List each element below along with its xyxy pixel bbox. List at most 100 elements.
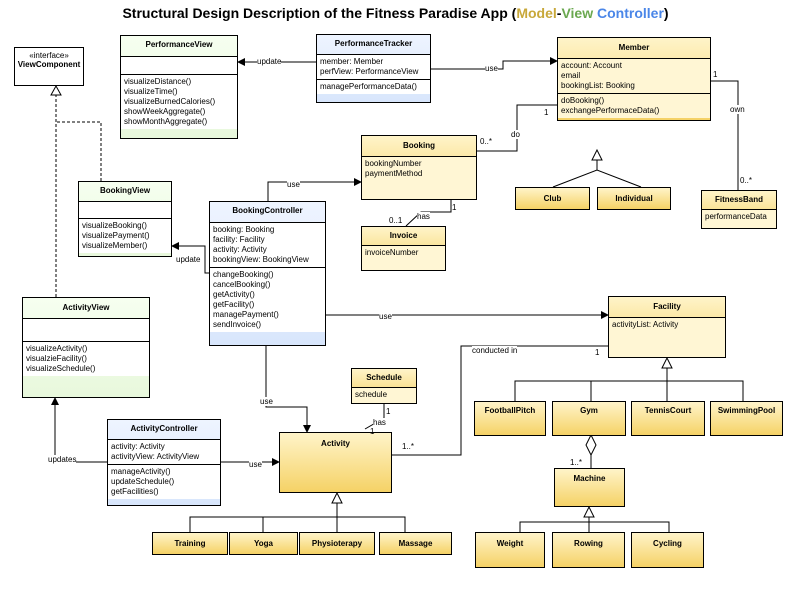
edge-ac-activityview bbox=[51, 397, 107, 463]
massage-class: Massage bbox=[379, 532, 452, 555]
club-class: Club bbox=[515, 187, 590, 210]
individual-class: Individual bbox=[597, 187, 671, 210]
performance-tracker-class: PerformanceTracker member: Member perfVi… bbox=[316, 34, 431, 103]
class-name: Machine bbox=[573, 474, 606, 483]
facility-class: Facility activityList: Activity bbox=[608, 296, 726, 358]
method: exchangePerformaceData() bbox=[561, 106, 660, 115]
class-name: FootballPitch bbox=[484, 406, 536, 415]
activity-generalization bbox=[331, 491, 343, 504]
multiplicity: 1 bbox=[713, 70, 718, 79]
method: visualizePayment() bbox=[82, 231, 150, 240]
class-name: ActivityView bbox=[62, 303, 110, 312]
booking-controller-class: BookingController booking: Booking facil… bbox=[209, 201, 326, 346]
gym-class: Gym bbox=[552, 401, 626, 436]
edge-label-update: update bbox=[176, 255, 201, 264]
multiplicity: 1 bbox=[452, 203, 457, 212]
method: visualzieFacility() bbox=[26, 354, 87, 363]
fitness-band-class: FitnessBand performanceData bbox=[701, 190, 777, 229]
gym-machine-composition bbox=[585, 433, 597, 457]
class-name: Individual bbox=[615, 194, 653, 203]
attribute: invoiceNumber bbox=[365, 248, 419, 257]
activity-controller-class: ActivityController activity: Activity ac… bbox=[107, 419, 221, 506]
diagram-title: Structural Design Description of the Fit… bbox=[122, 5, 669, 21]
attribute: account: Account bbox=[561, 61, 622, 70]
booking-class: Booking bookingNumber paymentMethod bbox=[361, 135, 477, 200]
performance-view-class: PerformanceView visualizeDistance() visu… bbox=[120, 35, 238, 139]
attributes-compartment: member: Member perfView: PerformanceView bbox=[317, 54, 430, 79]
edge-bc-activity bbox=[265, 346, 311, 433]
multiplicity: 1..* bbox=[402, 442, 415, 451]
attributes-compartment: performanceData bbox=[702, 209, 776, 228]
method: visualizeTime() bbox=[124, 87, 178, 96]
class-name: ActivityController bbox=[130, 424, 198, 433]
class-name: BookingView bbox=[99, 186, 151, 195]
multiplicity: 1..* bbox=[570, 458, 583, 467]
machine-generalization bbox=[583, 505, 595, 518]
class-name: Booking bbox=[403, 141, 435, 150]
edge-bc-booking bbox=[267, 178, 362, 201]
attribute: bookingView: BookingView bbox=[213, 255, 309, 264]
class-name: Schedule bbox=[366, 373, 402, 382]
class-name: Member bbox=[618, 43, 650, 52]
attributes-compartment: schedule bbox=[352, 387, 416, 403]
methods-compartment: manageActivity() updateSchedule() getFac… bbox=[108, 464, 220, 499]
edge-label-own: own bbox=[730, 105, 745, 114]
weight-class: Weight bbox=[475, 532, 545, 568]
edge-label-use: use bbox=[485, 64, 498, 73]
attributes-compartment: invoiceNumber bbox=[362, 245, 445, 270]
member-generalization bbox=[591, 148, 603, 161]
method: managePayment() bbox=[213, 310, 279, 319]
method: doBooking() bbox=[561, 96, 605, 105]
attribute: member: Member bbox=[320, 57, 384, 66]
attribute: bookingList: Booking bbox=[561, 81, 635, 90]
edge-tracker-member bbox=[431, 57, 558, 70]
method: cancelBooking() bbox=[213, 280, 271, 289]
edge-member-booking bbox=[477, 104, 557, 152]
class-name: FitnessBand bbox=[714, 195, 763, 204]
method: showWeekAggregate() bbox=[124, 107, 206, 116]
edge-label-updates: updates bbox=[48, 455, 77, 464]
schedule-class: Schedule schedule bbox=[351, 368, 417, 404]
attribute: activityView: ActivityView bbox=[111, 452, 200, 461]
multiplicity: 1 bbox=[595, 348, 600, 357]
attributes-compartment: booking: Booking facility: Facility acti… bbox=[210, 222, 325, 267]
method: showMonthAggregate() bbox=[124, 117, 208, 126]
physiotherapy-class: Physioterapy bbox=[299, 532, 375, 555]
invoice-class: Invoice invoiceNumber bbox=[361, 226, 446, 271]
method: visualizeSchedule() bbox=[26, 364, 96, 373]
class-name: Yoga bbox=[254, 539, 273, 548]
title-view: View bbox=[561, 5, 594, 21]
multiplicity: 1 bbox=[544, 108, 549, 117]
attributes-compartment: activityList: Activity bbox=[609, 317, 725, 357]
attribute: perfView: PerformanceView bbox=[320, 67, 419, 76]
method: sendInvoice() bbox=[213, 320, 262, 329]
attribute: facility: Facility bbox=[213, 235, 265, 244]
methods-compartment: visualizeDistance() visualizeTime() visu… bbox=[121, 74, 237, 129]
attribute: booking: Booking bbox=[213, 225, 275, 234]
attribute: bookingNumber bbox=[365, 159, 422, 168]
multiplicity: 0..1 bbox=[389, 216, 403, 225]
edge-label-has: has bbox=[417, 212, 430, 221]
attribute: email bbox=[561, 71, 581, 80]
realization-arrowhead bbox=[50, 84, 62, 96]
edge-label-use: use bbox=[260, 397, 273, 406]
class-name: PerformanceTracker bbox=[334, 39, 413, 48]
booking-view-class: BookingView visualizeBooking() visualize… bbox=[78, 181, 172, 257]
attribute: activity: Activity bbox=[213, 245, 267, 254]
attribute: activityList: Activity bbox=[612, 320, 679, 329]
method: visualizeBurnedCalories() bbox=[124, 97, 216, 106]
machine-class: Machine bbox=[554, 468, 625, 507]
class-name: Facility bbox=[653, 302, 681, 311]
class-name: Massage bbox=[398, 539, 433, 548]
activity-class: Activity bbox=[279, 432, 392, 493]
attributes-compartment: account: Account email bookingList: Book… bbox=[558, 58, 710, 93]
methods-compartment: visualizeBooking() visualizePayment() vi… bbox=[79, 218, 171, 253]
edge-label-use: use bbox=[249, 460, 262, 469]
class-name: Club bbox=[543, 194, 562, 203]
method: getFacility() bbox=[213, 300, 255, 309]
method: changeBooking() bbox=[213, 270, 274, 279]
stereotype-label: «interface» bbox=[29, 51, 69, 60]
edge-member-fitnessband bbox=[711, 80, 739, 190]
edge-bookingview-iface bbox=[56, 121, 102, 181]
attributes-compartment: bookingNumber paymentMethod bbox=[362, 156, 476, 199]
